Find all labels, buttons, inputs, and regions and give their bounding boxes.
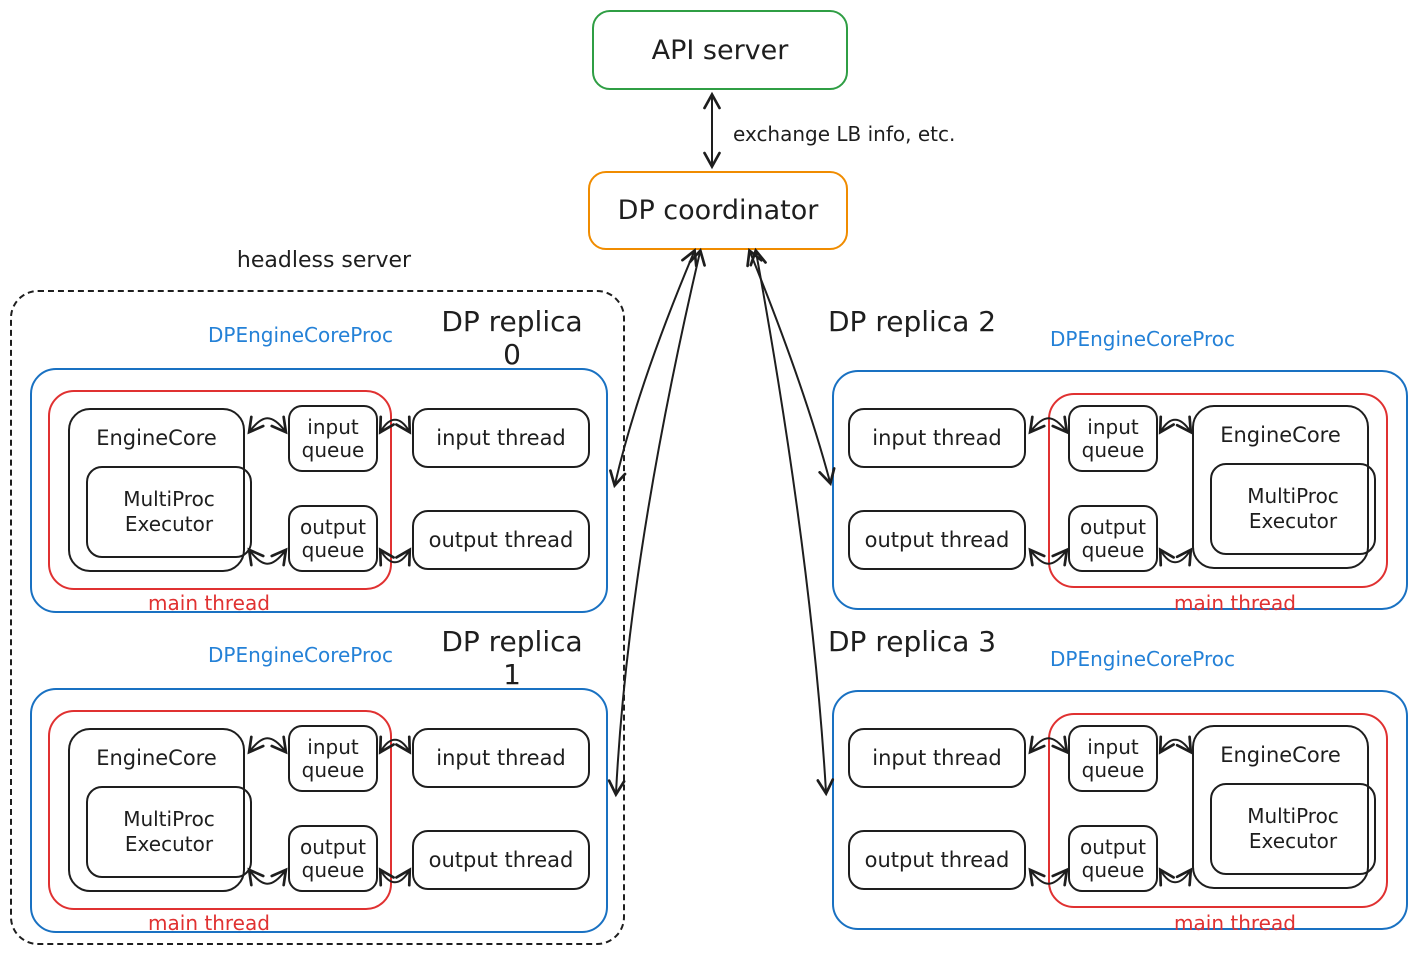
input-queue-label: input queue	[301, 734, 365, 782]
main-thread-box	[48, 390, 392, 590]
headless-server-label: headless server	[236, 248, 412, 273]
dp-replica-1: DP replica 1 DPEngineCoreProc main threa…	[0, 615, 640, 960]
output-thread-label: output thread	[428, 848, 574, 872]
replica-title: DP replica 3	[828, 625, 997, 658]
dp-coordinator-node: DP coordinator	[588, 171, 848, 250]
replica-title: DP replica 1	[441, 625, 583, 691]
output-queue-label: output queue	[300, 834, 366, 882]
api-server-node: API server	[592, 10, 848, 90]
engine-core-label: EngineCore	[96, 426, 217, 450]
main-thread-box	[1048, 393, 1388, 588]
api-server-label: API server	[651, 34, 789, 66]
input-queue-label: input queue	[1081, 734, 1145, 782]
dp-replica-2: DP replica 2 DPEngineCoreProc main threa…	[790, 295, 1420, 645]
dpenginecoreproc-label: DPEngineCoreProc	[1050, 327, 1236, 351]
input-queue-label: input queue	[1081, 414, 1145, 462]
main-thread-box	[1048, 713, 1388, 908]
engine-core-box: EngineCore MultiProc Executor	[68, 408, 252, 572]
main-thread-label: main thread	[1174, 591, 1296, 615]
replica-title: DP replica 2	[828, 305, 997, 338]
output-thread-box: output thread	[412, 830, 590, 890]
engine-core-box: EngineCore MultiProc Executor	[1192, 405, 1376, 569]
output-thread-box: output thread	[412, 510, 590, 570]
multiproc-executor-label: MultiProc Executor	[1247, 804, 1339, 853]
input-thread-label: input thread	[872, 426, 1002, 450]
dpenginecoreproc-label: DPEngineCoreProc	[1050, 647, 1236, 671]
multiproc-executor-label: MultiProc Executor	[123, 807, 215, 856]
output-thread-label: output thread	[864, 848, 1010, 872]
input-thread-label: input thread	[872, 746, 1002, 770]
input-thread-box: input thread	[412, 408, 590, 468]
output-queue-box: output queue	[1068, 825, 1158, 892]
input-queue-box: input queue	[288, 405, 378, 472]
output-thread-label: output thread	[864, 528, 1010, 552]
engine-core-label: EngineCore	[1220, 743, 1341, 767]
multiproc-executor-box: MultiProc Executor	[1210, 783, 1376, 875]
main-thread-label: main thread	[1174, 911, 1296, 935]
exchange-edge-label: exchange LB info, etc.	[733, 122, 956, 146]
input-queue-box: input queue	[1068, 405, 1158, 472]
input-thread-box: input thread	[412, 728, 590, 788]
input-queue-box: input queue	[1068, 725, 1158, 792]
main-thread-box	[48, 710, 392, 910]
output-thread-box: output thread	[848, 830, 1026, 890]
multiproc-executor-box: MultiProc Executor	[86, 466, 252, 558]
input-thread-label: input thread	[436, 746, 566, 770]
engine-core-box: EngineCore MultiProc Executor	[68, 728, 252, 892]
replica-title: DP replica 0	[441, 305, 583, 371]
multiproc-executor-label: MultiProc Executor	[1247, 484, 1339, 533]
output-thread-label: output thread	[428, 528, 574, 552]
dp-replica-0: DP replica 0 DPEngineCoreProc main threa…	[0, 295, 640, 645]
dpenginecoreproc-label: DPEngineCoreProc	[208, 323, 394, 347]
input-thread-box: input thread	[848, 408, 1026, 468]
output-queue-label: output queue	[300, 514, 366, 562]
engine-core-box: EngineCore MultiProc Executor	[1192, 725, 1376, 889]
main-thread-label: main thread	[148, 591, 270, 615]
multiproc-executor-box: MultiProc Executor	[1210, 463, 1376, 555]
dp-coordinator-label: DP coordinator	[617, 195, 819, 226]
output-thread-box: output thread	[848, 510, 1026, 570]
output-queue-box: output queue	[288, 825, 378, 892]
engine-core-label: EngineCore	[96, 746, 217, 770]
dpenginecoreproc-label: DPEngineCoreProc	[208, 643, 394, 667]
multiproc-executor-box: MultiProc Executor	[86, 786, 252, 878]
input-queue-box: input queue	[288, 725, 378, 792]
dp-replica-3: DP replica 3 DPEngineCoreProc main threa…	[790, 615, 1420, 960]
output-queue-box: output queue	[1068, 505, 1158, 572]
output-queue-box: output queue	[288, 505, 378, 572]
output-queue-label: output queue	[1080, 514, 1146, 562]
main-thread-label: main thread	[148, 911, 270, 935]
multiproc-executor-label: MultiProc Executor	[123, 487, 215, 536]
output-queue-label: output queue	[1080, 834, 1146, 882]
input-thread-label: input thread	[436, 426, 566, 450]
input-thread-box: input thread	[848, 728, 1026, 788]
engine-core-label: EngineCore	[1220, 423, 1341, 447]
input-queue-label: input queue	[301, 414, 365, 462]
